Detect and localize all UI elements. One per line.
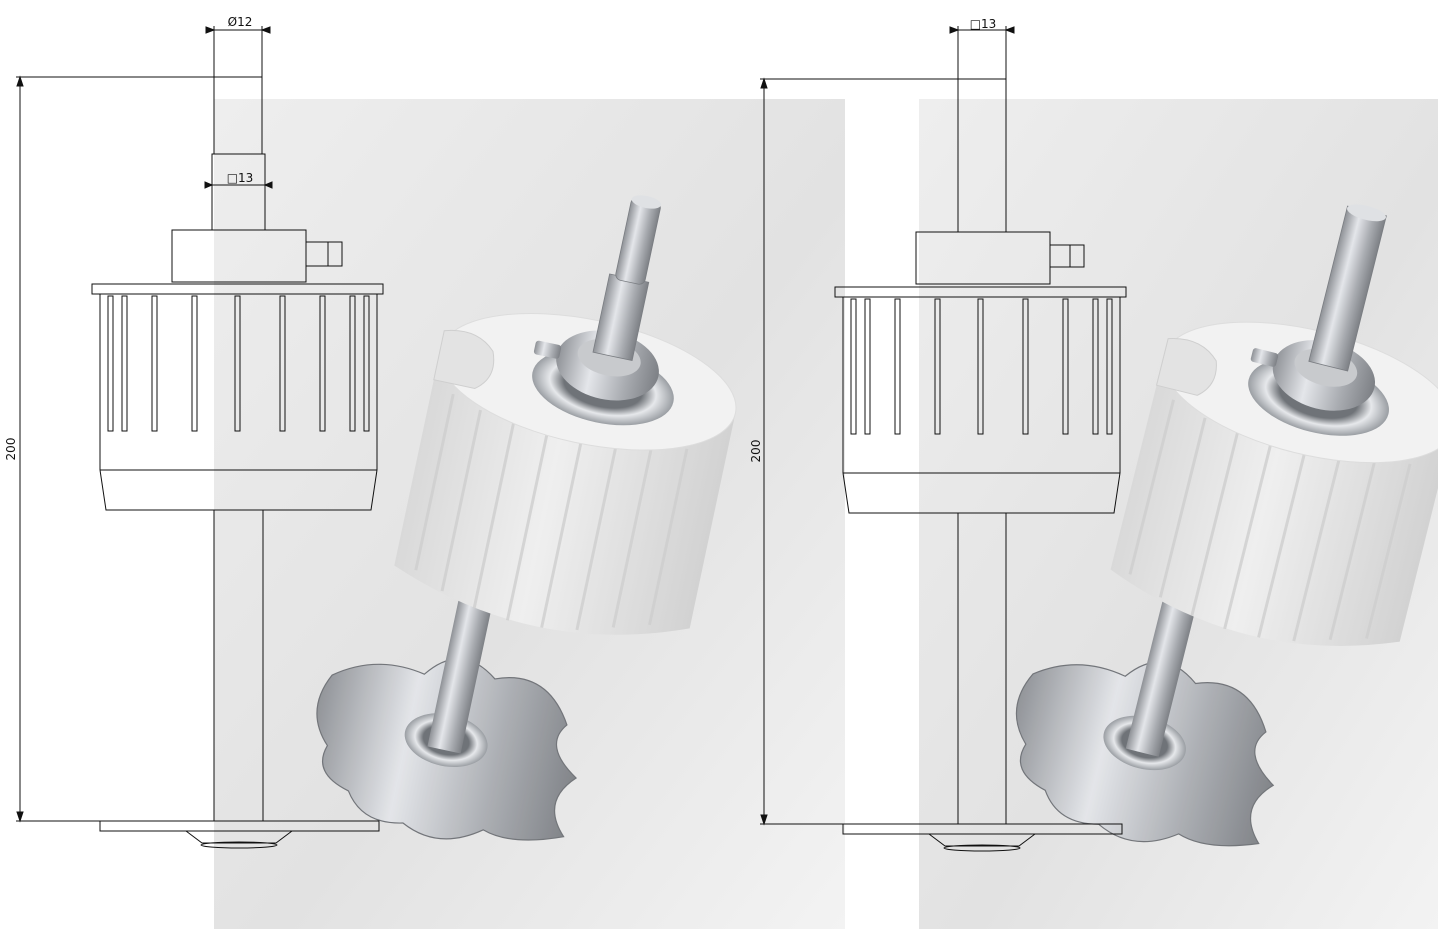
drum-slots — [107, 295, 370, 432]
product-photo-left — [316, 195, 737, 841]
dim-label-top-square: □13 — [970, 17, 997, 31]
flange-outline — [91, 283, 384, 295]
dim-label-height: 200 — [4, 438, 18, 461]
set-screw — [1250, 348, 1279, 367]
drawing-right — [760, 26, 1127, 852]
drum-notch — [433, 329, 495, 389]
set-screw — [533, 340, 562, 359]
product-photo-right — [1015, 204, 1438, 847]
dim-label-height: 200 — [749, 440, 763, 463]
drum-notch — [1155, 338, 1217, 396]
drum-slots — [850, 298, 1113, 435]
flange-outline — [834, 286, 1127, 298]
set-screw-outline — [1049, 244, 1085, 268]
drum-ribs — [1128, 399, 1412, 642]
dim-label-top-diameter: Ø12 — [228, 15, 253, 29]
drawing-left — [16, 26, 384, 849]
set-screw-outline — [305, 241, 343, 267]
dim-label-mid-square: □13 — [227, 171, 254, 185]
base-plate-outline — [842, 823, 1123, 835]
base-plate-outline — [99, 820, 380, 832]
drum-ribs — [414, 393, 689, 631]
